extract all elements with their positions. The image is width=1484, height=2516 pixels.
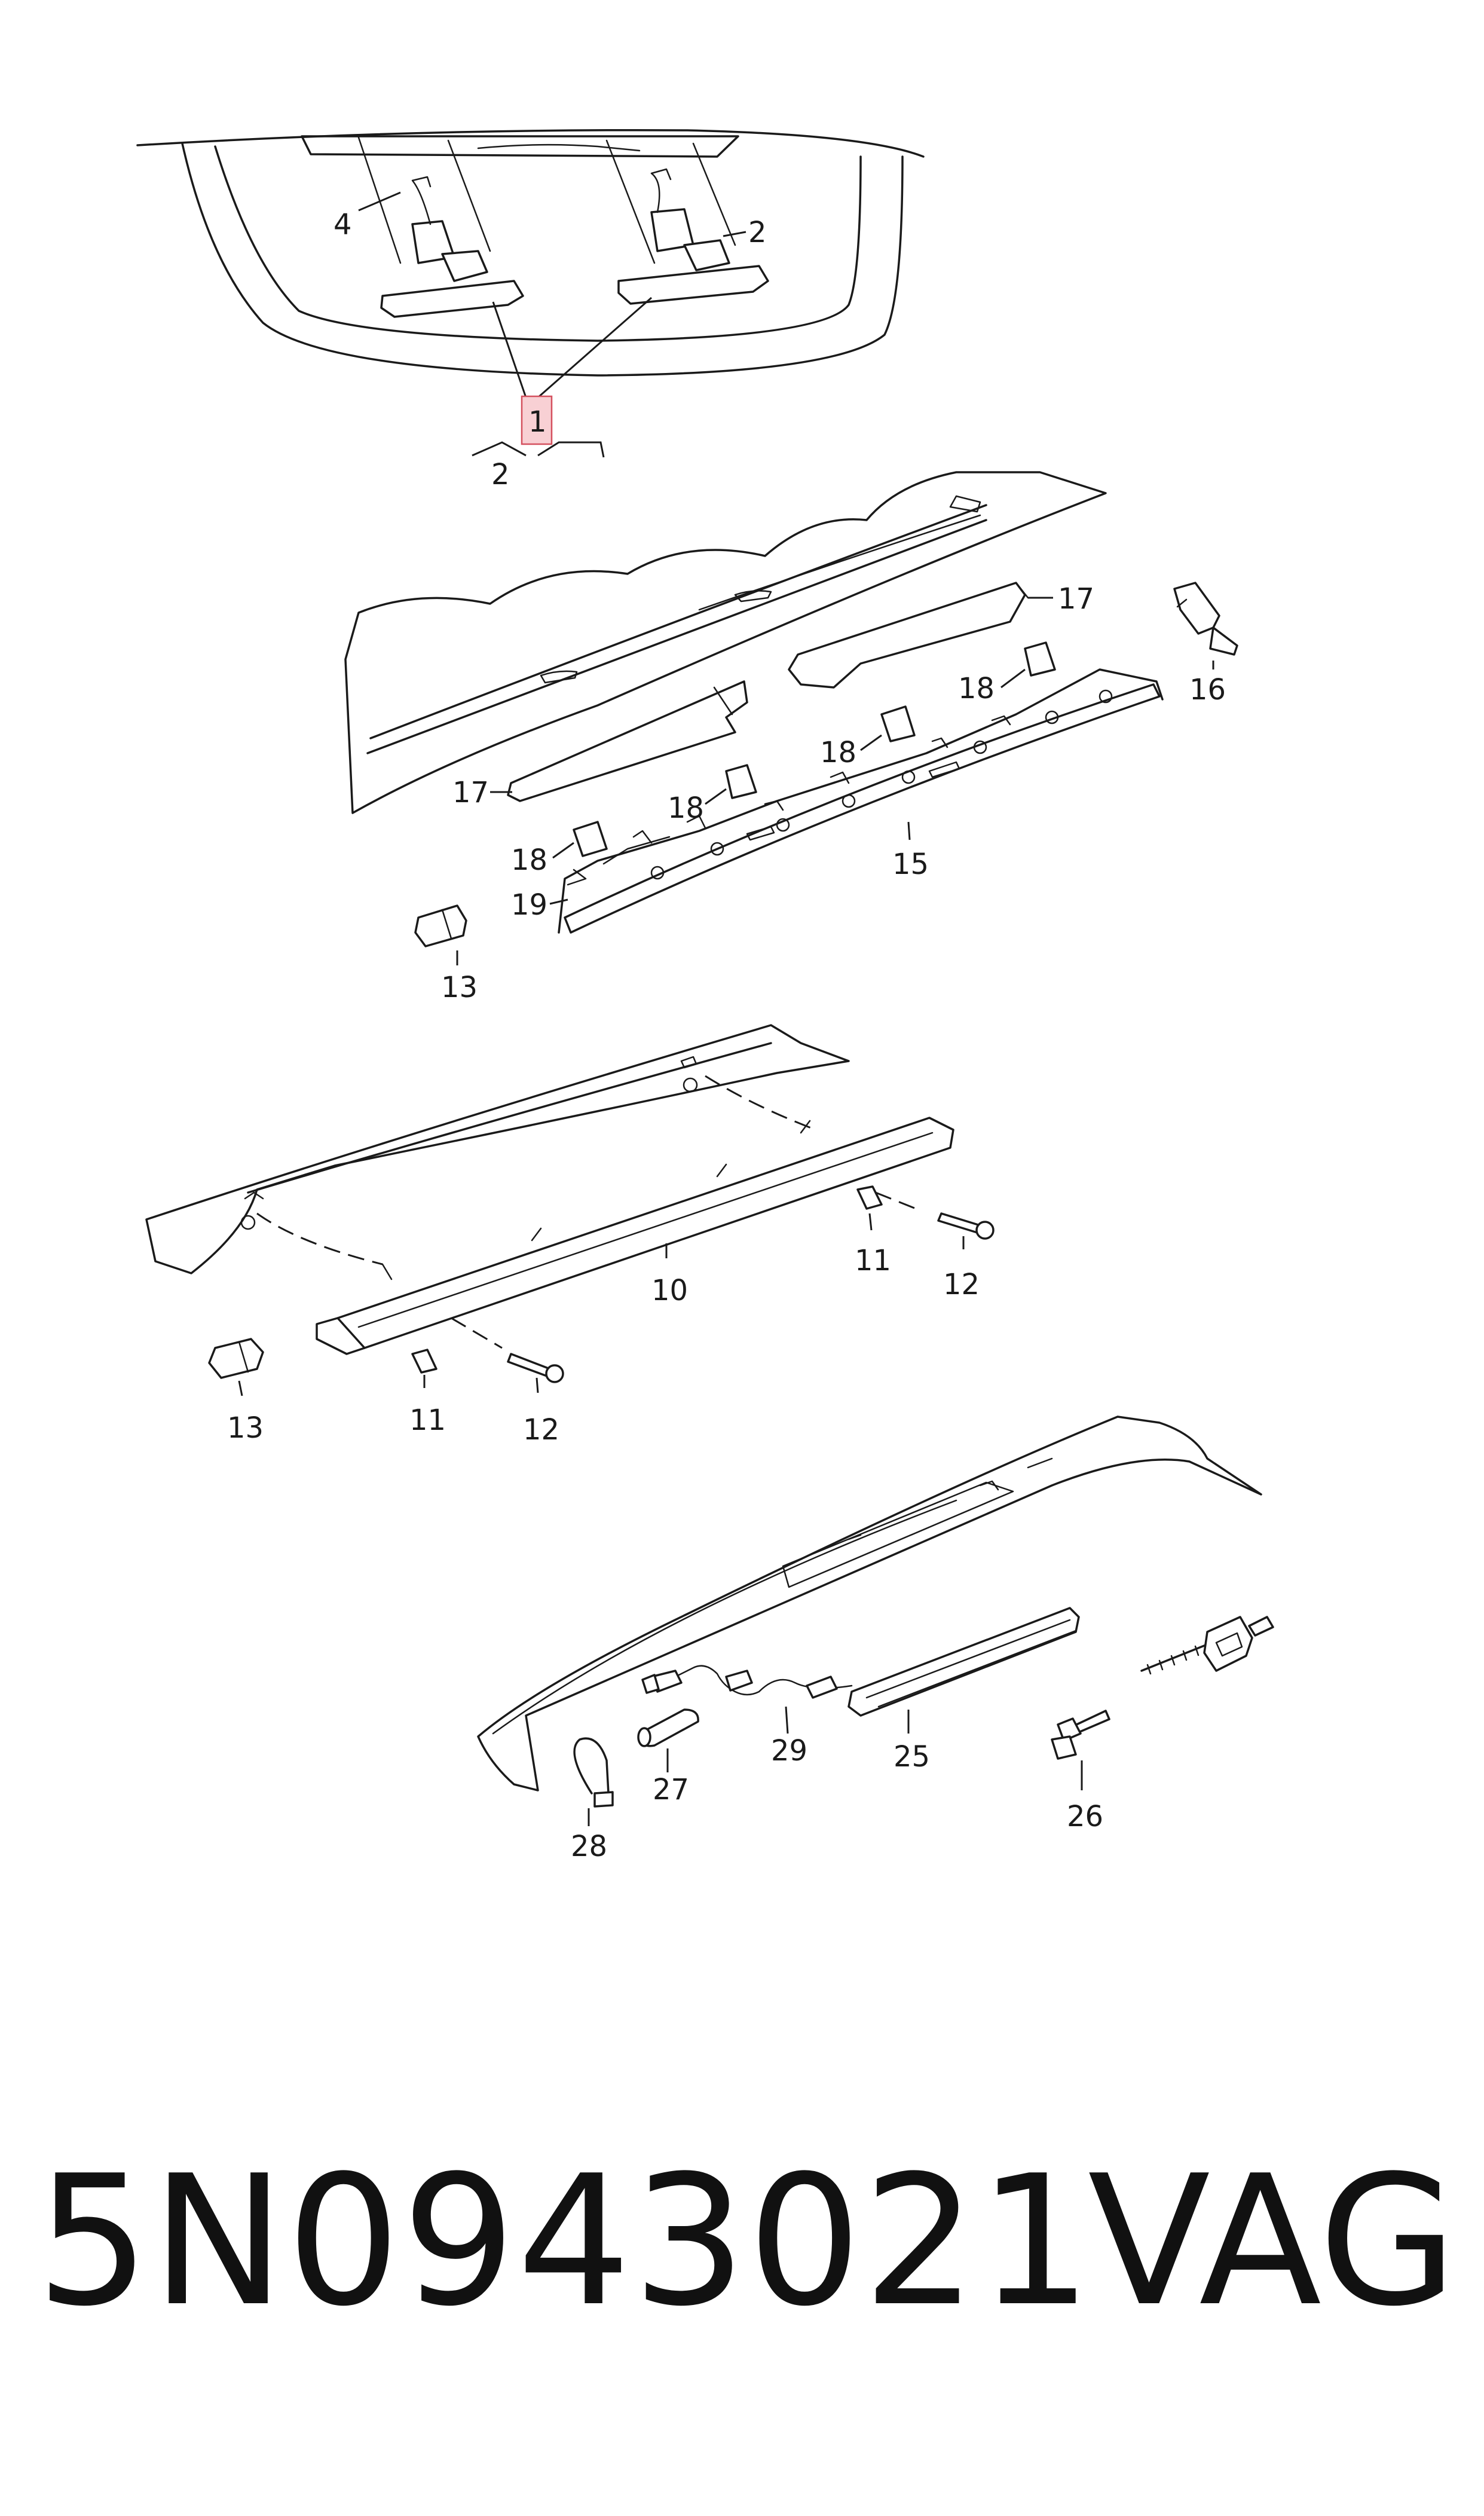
tailgate-trim-assembly: 17 17 16 18 18 18 18 15 19 13 — [344, 471, 1238, 1004]
rail-lamp-housing-assembly: 10 11 12 13 11 12 — [145, 1024, 995, 1447]
callout-1[interactable]: 1 — [528, 405, 547, 439]
part-number-label: 5N0943021 — [36, 2137, 1094, 2346]
callout-11: 11 — [855, 1244, 891, 1277]
callout-11: 11 — [409, 1404, 446, 1437]
callout-17: 17 — [1058, 582, 1094, 616]
callout-4: 4 — [333, 208, 352, 241]
callout-17: 17 — [452, 776, 489, 809]
callout-25: 25 — [894, 1740, 930, 1774]
callout-18: 18 — [668, 791, 704, 825]
callout-15: 15 — [892, 848, 929, 881]
callout-27: 27 — [653, 1773, 689, 1806]
callout-12: 12 — [523, 1413, 559, 1447]
callout-18: 18 — [958, 672, 995, 705]
callout-2: 2 — [491, 458, 510, 491]
callout-16: 16 — [1189, 673, 1226, 707]
brand-label: VAG — [1088, 2137, 1458, 2346]
callout-12: 12 — [943, 1268, 980, 1301]
callout-26: 26 — [1067, 1800, 1103, 1833]
callout-2: 2 — [748, 216, 767, 249]
tailgate-license-lamp-assembly: 4 2 1 2 — [136, 129, 925, 491]
callout-29: 29 — [771, 1734, 807, 1768]
callout-18: 18 — [820, 736, 856, 769]
rear-spoiler-assembly: 29 25 27 26 28 — [477, 1416, 1274, 1863]
callout-28: 28 — [571, 1830, 607, 1863]
callout-10: 10 — [651, 1274, 688, 1307]
callout-13: 13 — [227, 1411, 264, 1445]
callout-13: 13 — [441, 971, 478, 1004]
callout-18: 18 — [511, 843, 547, 877]
callout-19: 19 — [511, 888, 547, 922]
